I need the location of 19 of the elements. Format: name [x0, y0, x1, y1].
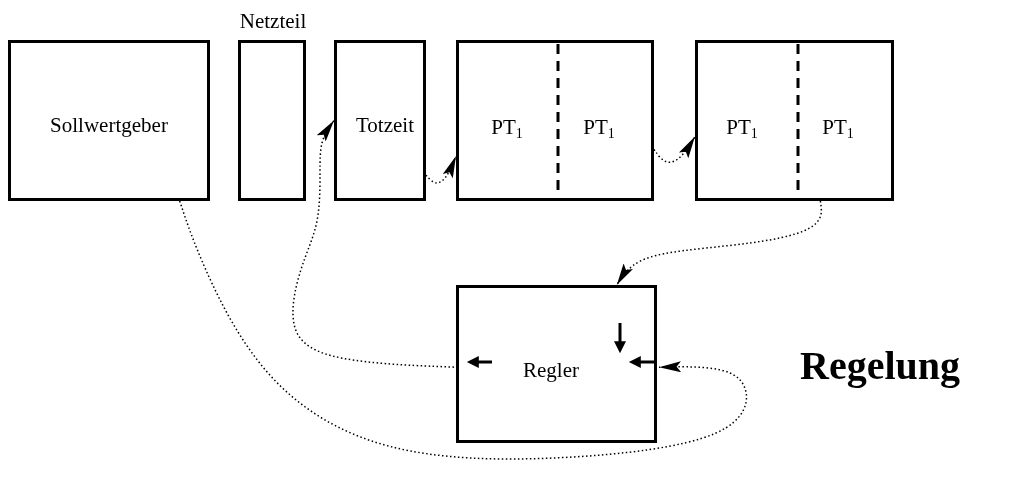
- box-heading: Netzteil: [239, 8, 307, 34]
- process-box: [456, 285, 657, 443]
- process-box: [334, 40, 426, 201]
- process-box: [695, 40, 894, 201]
- process-box: [8, 40, 210, 201]
- block-label: Sollwertgeber: [50, 112, 168, 138]
- arrow: [616, 200, 823, 286]
- arrow: [178, 200, 748, 460]
- arrow: [292, 119, 455, 368]
- block-label: PT$_{1}$: [491, 114, 523, 142]
- block-label: Regler: [523, 357, 579, 383]
- process-box: [456, 40, 654, 201]
- block-label: PT$_{1}$: [583, 114, 615, 142]
- diagram-title: Regelung: [800, 342, 960, 389]
- block-label: Totzeit: [356, 112, 414, 138]
- block-label: PT$_{1}$: [726, 114, 758, 142]
- arrow: [653, 135, 696, 164]
- arrow: [425, 155, 457, 184]
- block-label: PT$_{1}$: [822, 114, 854, 142]
